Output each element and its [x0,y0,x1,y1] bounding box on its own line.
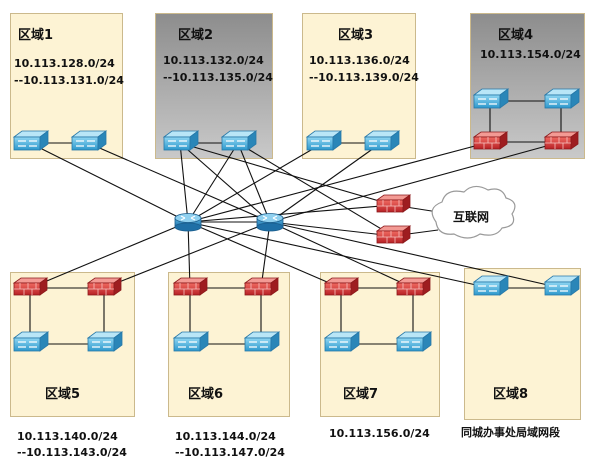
switch-icon[interactable] [172,331,210,352]
zone-5-net-line1: 10.113.140.0/24 [17,430,118,443]
link-z3s2-r2 [269,142,382,223]
firewall-icon[interactable] [243,277,280,296]
link-z1s1-r1 [29,142,189,223]
link-z2s2-r2 [237,142,271,223]
zone-8-net-line1: 同城办事处局域网段 [461,426,560,439]
zone-5-net-line2: --10.113.143.0/24 [17,446,127,459]
router-icon[interactable] [256,213,284,232]
firewall-icon[interactable] [543,131,580,150]
firewall-icon[interactable] [395,277,432,296]
zone-4-name: 区域4 [498,28,534,43]
internet-label: 互联网 [453,210,490,224]
zone-4-net-line1: 10.113.154.0/24 [480,48,581,61]
link-r1-z5f1 [29,221,189,289]
firewall-icon[interactable] [375,194,412,213]
zone-7-name: 区域7 [343,387,379,402]
switch-icon[interactable] [86,331,124,352]
switch-icon[interactable] [162,130,200,151]
zone-2-net-line1: 10.113.132.0/24 [163,54,264,67]
link-z4f1-r1 [187,141,491,223]
zone-1-net-line2: --10.113.131.0/24 [14,74,124,87]
link-r1-z7f1 [187,221,342,289]
zone-1-net-line1: 10.113.128.0/24 [14,57,115,70]
link-z4f2-r2 [269,141,562,223]
switch-icon[interactable] [543,88,581,109]
switch-icon[interactable] [12,331,50,352]
switch-icon[interactable] [70,130,108,151]
link-r2-if2 [269,221,394,237]
zone-7-net-line1: 10.113.156.0/24 [329,427,430,440]
firewall-icon[interactable] [86,277,123,296]
zone-3-net-line1: 10.113.136.0/24 [309,54,410,67]
link-z2s1-r2 [179,142,271,223]
zone-6-name: 区域6 [188,387,224,402]
link-r1-if1 [187,204,394,223]
link-z2s2-r1 [187,142,239,223]
switch-icon[interactable] [220,130,258,151]
switch-icon[interactable] [305,130,343,151]
zone-8-name: 区域8 [493,387,529,402]
link-z3s1-r1 [187,142,324,223]
switch-icon[interactable] [363,130,401,151]
zone-1-name: 区域1 [18,28,54,43]
firewall-icon[interactable] [472,131,509,150]
firewall-icon[interactable] [172,277,209,296]
switch-icon[interactable] [323,331,361,352]
zone-3-name: 区域3 [338,28,374,43]
zone-2-name: 区域2 [178,28,214,43]
switch-icon[interactable] [472,275,510,296]
switch-icon[interactable] [243,331,281,352]
switch-icon[interactable] [395,331,433,352]
firewall-icon[interactable] [12,277,49,296]
link-z2s1-if1 [179,142,394,206]
switch-icon[interactable] [12,130,50,151]
router-icon[interactable] [174,213,202,232]
zone-6-net-line1: 10.113.144.0/24 [175,430,276,443]
zone-5-name: 区域5 [45,387,81,402]
firewall-icon[interactable] [323,277,360,296]
link-z2s2-if2 [237,142,394,237]
switch-icon[interactable] [543,275,581,296]
link-r1-z8s1 [187,221,491,289]
link-r2-z5f2 [103,221,271,289]
link-r2-z8s2 [269,221,562,289]
switch-icon[interactable] [472,88,510,109]
firewall-icon[interactable] [375,225,412,244]
zone-2-net-line2: --10.113.135.0/24 [163,71,273,84]
link-z2s1-r1 [179,142,189,223]
internet-cloud[interactable] [431,185,516,239]
zone-6-net-line2: --10.113.147.0/24 [175,446,285,459]
link-r1-z6f1 [187,221,191,289]
zone-3-net-line2: --10.113.139.0/24 [309,71,419,84]
